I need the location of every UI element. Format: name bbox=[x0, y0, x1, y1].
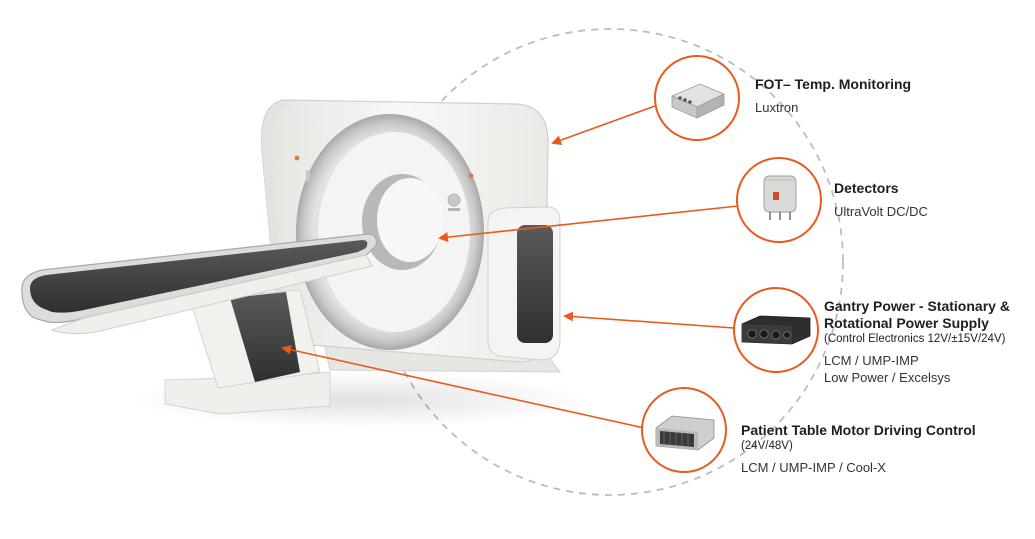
arrow-gantry-power bbox=[565, 316, 734, 328]
callout-title: FOT– Temp. Monitoring bbox=[755, 76, 1025, 93]
callout-title-line: Patient Table Motor Driving Control bbox=[741, 422, 1029, 439]
callout-circle-temp-monitoring bbox=[655, 0, 739, 140]
product-line: LCM / UMP-IMP / Cool-X bbox=[741, 459, 1029, 476]
rack-power-supply-icon bbox=[742, 316, 810, 344]
callout-note: (Control Electronics 12V/±15V/24V) bbox=[824, 332, 1029, 346]
scanner-emblem-icon bbox=[448, 194, 460, 206]
callout-products: UltraVolt DC/DC bbox=[834, 203, 1029, 220]
callout-title: Patient Table Motor Driving Control bbox=[741, 422, 1029, 439]
gantry-bore-light bbox=[377, 178, 443, 262]
callout-products: Luxtron bbox=[755, 99, 1025, 116]
callout-table-motor: Patient Table Motor Driving Control (24V… bbox=[741, 422, 1029, 476]
callout-note: (24V/48V) bbox=[741, 439, 1029, 453]
indicator-dot-right bbox=[469, 174, 474, 179]
callout-detectors: Detectors UltraVolt DC/DC bbox=[834, 180, 1029, 220]
scanner-label-strip bbox=[448, 208, 460, 211]
callout-title-line: FOT– Temp. Monitoring bbox=[755, 76, 1025, 93]
callout-gantry-power: Gantry Power - Stationary & Rotational P… bbox=[824, 298, 1029, 386]
indicator-dot-left bbox=[295, 156, 300, 161]
arrow-temp-monitoring bbox=[553, 106, 655, 143]
callout-products: LCM / UMP-IMP / Cool-X bbox=[741, 459, 1029, 476]
callout-title-line: Gantry Power - Stationary & bbox=[824, 298, 1029, 315]
ct-scanner bbox=[22, 100, 560, 414]
product-line: UltraVolt DC/DC bbox=[834, 203, 1029, 220]
callout-title: Detectors bbox=[834, 180, 1029, 197]
callout-circle-gantry-power bbox=[734, 288, 818, 372]
gantry-dark-panel bbox=[517, 225, 553, 343]
enclosed-power-supply-icon bbox=[656, 416, 714, 450]
callout-title: Gantry Power - Stationary & Rotational P… bbox=[824, 298, 1029, 332]
callout-temp-monitoring: FOT– Temp. Monitoring Luxtron bbox=[755, 76, 1025, 116]
callout-title-line: Rotational Power Supply bbox=[824, 315, 1029, 332]
callout-circle-detectors bbox=[737, 158, 821, 242]
product-line: Luxtron bbox=[755, 99, 1025, 116]
callout-title-line: Detectors bbox=[834, 180, 1029, 197]
product-line: Low Power / Excelsys bbox=[824, 369, 1029, 386]
callout-products: LCM / UMP-IMP Low Power / Excelsys bbox=[824, 352, 1029, 386]
callout-circle-table-motor bbox=[642, 388, 726, 472]
scanner-button-left bbox=[306, 170, 310, 182]
product-line: LCM / UMP-IMP bbox=[824, 352, 1029, 369]
